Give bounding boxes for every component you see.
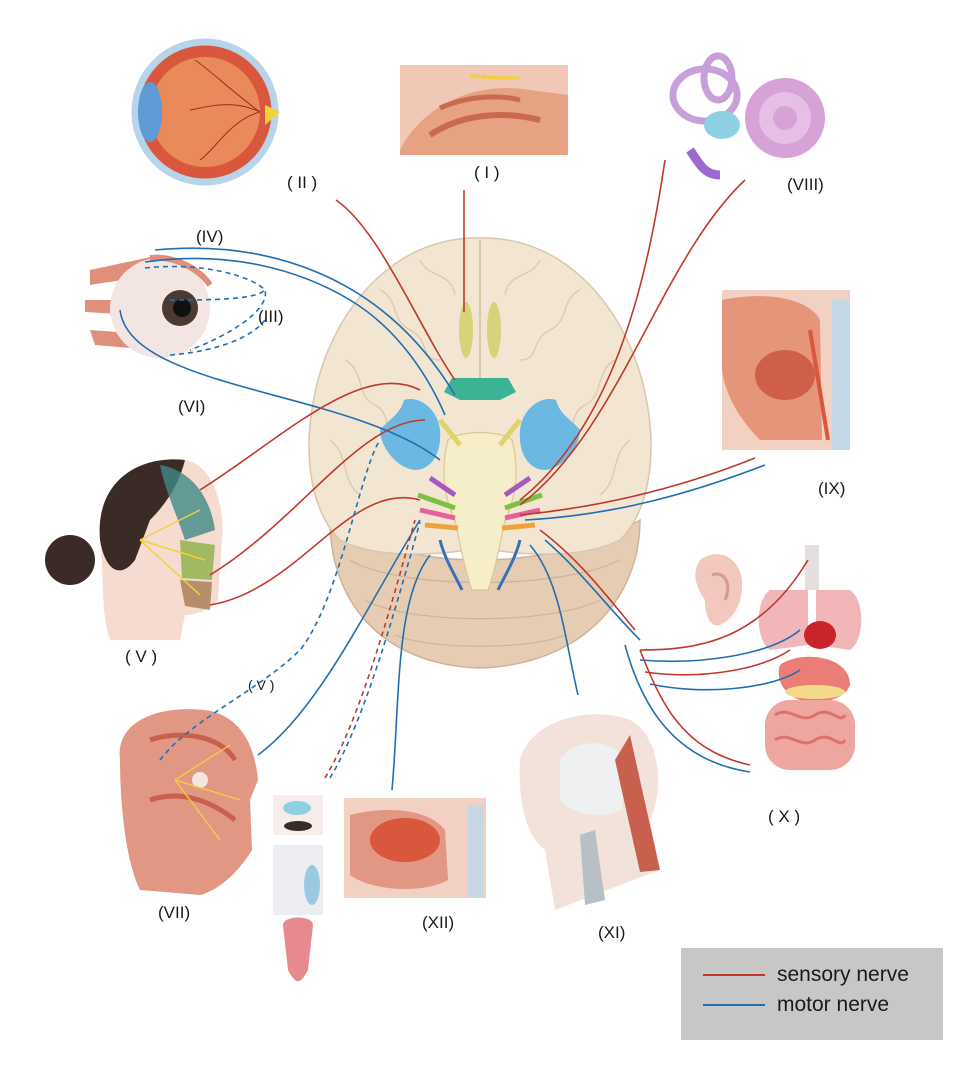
legend-motor-label: motor nerve xyxy=(777,993,890,1016)
nerve-iii-branch-mid xyxy=(169,289,266,301)
label-nerve-vii: (VII) xyxy=(158,903,190,922)
nerve-vii-taste-motor-line xyxy=(329,521,421,779)
nerve-x-line-5 xyxy=(639,649,751,766)
label-nerve-iv: (IV) xyxy=(196,227,223,246)
face-muscles-illustration xyxy=(119,709,258,895)
label-nerve-v-branch: ( V ) xyxy=(248,677,274,693)
visceral-organs-illustration xyxy=(758,545,862,770)
nerve-v-branch-dashed xyxy=(159,439,381,761)
label-nerve-xii: (XII) xyxy=(422,913,454,932)
taste-illustration xyxy=(273,795,323,982)
ear-illustration xyxy=(695,554,743,626)
nerve-v-line-a xyxy=(199,382,421,491)
eye-illustration xyxy=(131,38,280,186)
nerve-x-ear-line xyxy=(539,529,636,631)
nerve-iv-line xyxy=(154,247,456,396)
nerve-viii-line-b xyxy=(519,179,746,506)
nerve-ii-line xyxy=(335,199,456,381)
nerve-x-line-6 xyxy=(624,644,751,773)
neck-illustration xyxy=(519,714,660,910)
motor-line-swatch xyxy=(703,1004,765,1006)
brainstem xyxy=(443,431,517,591)
nerve-v-line-b xyxy=(209,419,426,576)
legend-box: sensory nerve motor nerve xyxy=(681,948,943,1040)
pharynx-illustration xyxy=(722,290,850,450)
label-nerve-xi: (XI) xyxy=(598,923,625,942)
nerve-xii-line xyxy=(391,554,431,791)
label-nerve-v: ( V ) xyxy=(125,647,157,666)
label-nerve-vi: (VI) xyxy=(178,397,205,416)
nerve-iii-line xyxy=(144,257,446,416)
nerve-vii-motor-line xyxy=(257,519,421,756)
nerve-x-trunk-line xyxy=(544,539,641,641)
legend-row-sensory: sensory nerve xyxy=(703,960,909,990)
nerve-lines xyxy=(119,159,809,791)
legend-sensory-label: sensory nerve xyxy=(777,963,909,986)
inner-ear-illustration xyxy=(669,52,825,180)
nerve-ix-line-b xyxy=(524,464,766,521)
legend-row-motor: motor nerve xyxy=(703,990,889,1020)
face-v-illustration xyxy=(45,459,223,640)
nerve-x-line-1 xyxy=(639,559,809,651)
extraocular-eye-illustration xyxy=(85,254,213,358)
nerve-iii-branch-lower xyxy=(169,319,266,356)
label-nerve-x: ( X ) xyxy=(768,807,800,826)
nerve-xi-line xyxy=(529,544,579,696)
label-nerve-viii: (VIII) xyxy=(787,175,824,194)
label-nerve-ix: (IX) xyxy=(818,479,845,498)
nerve-viii-line-a xyxy=(519,159,666,501)
nerve-x-line-3 xyxy=(644,649,791,676)
sensory-line-swatch xyxy=(703,974,765,976)
nerve-v-line-c xyxy=(209,496,421,606)
nerve-iii-branch-upper xyxy=(144,265,267,351)
brain-illustration xyxy=(308,237,652,669)
nerve-x-line-2 xyxy=(639,629,801,663)
nerve-x-line-4 xyxy=(649,669,801,691)
nerve-vi-line xyxy=(119,309,441,461)
nasal-cavity-illustration xyxy=(400,65,568,155)
label-nerve-i: ( I ) xyxy=(474,163,500,182)
nerve-ix-line-a xyxy=(519,457,756,516)
label-nerve-ii: ( II ) xyxy=(287,173,317,192)
tongue-sagittal-illustration xyxy=(344,798,486,898)
nerve-vii-taste-line xyxy=(324,519,416,779)
label-nerve-iii: (III) xyxy=(258,307,284,326)
